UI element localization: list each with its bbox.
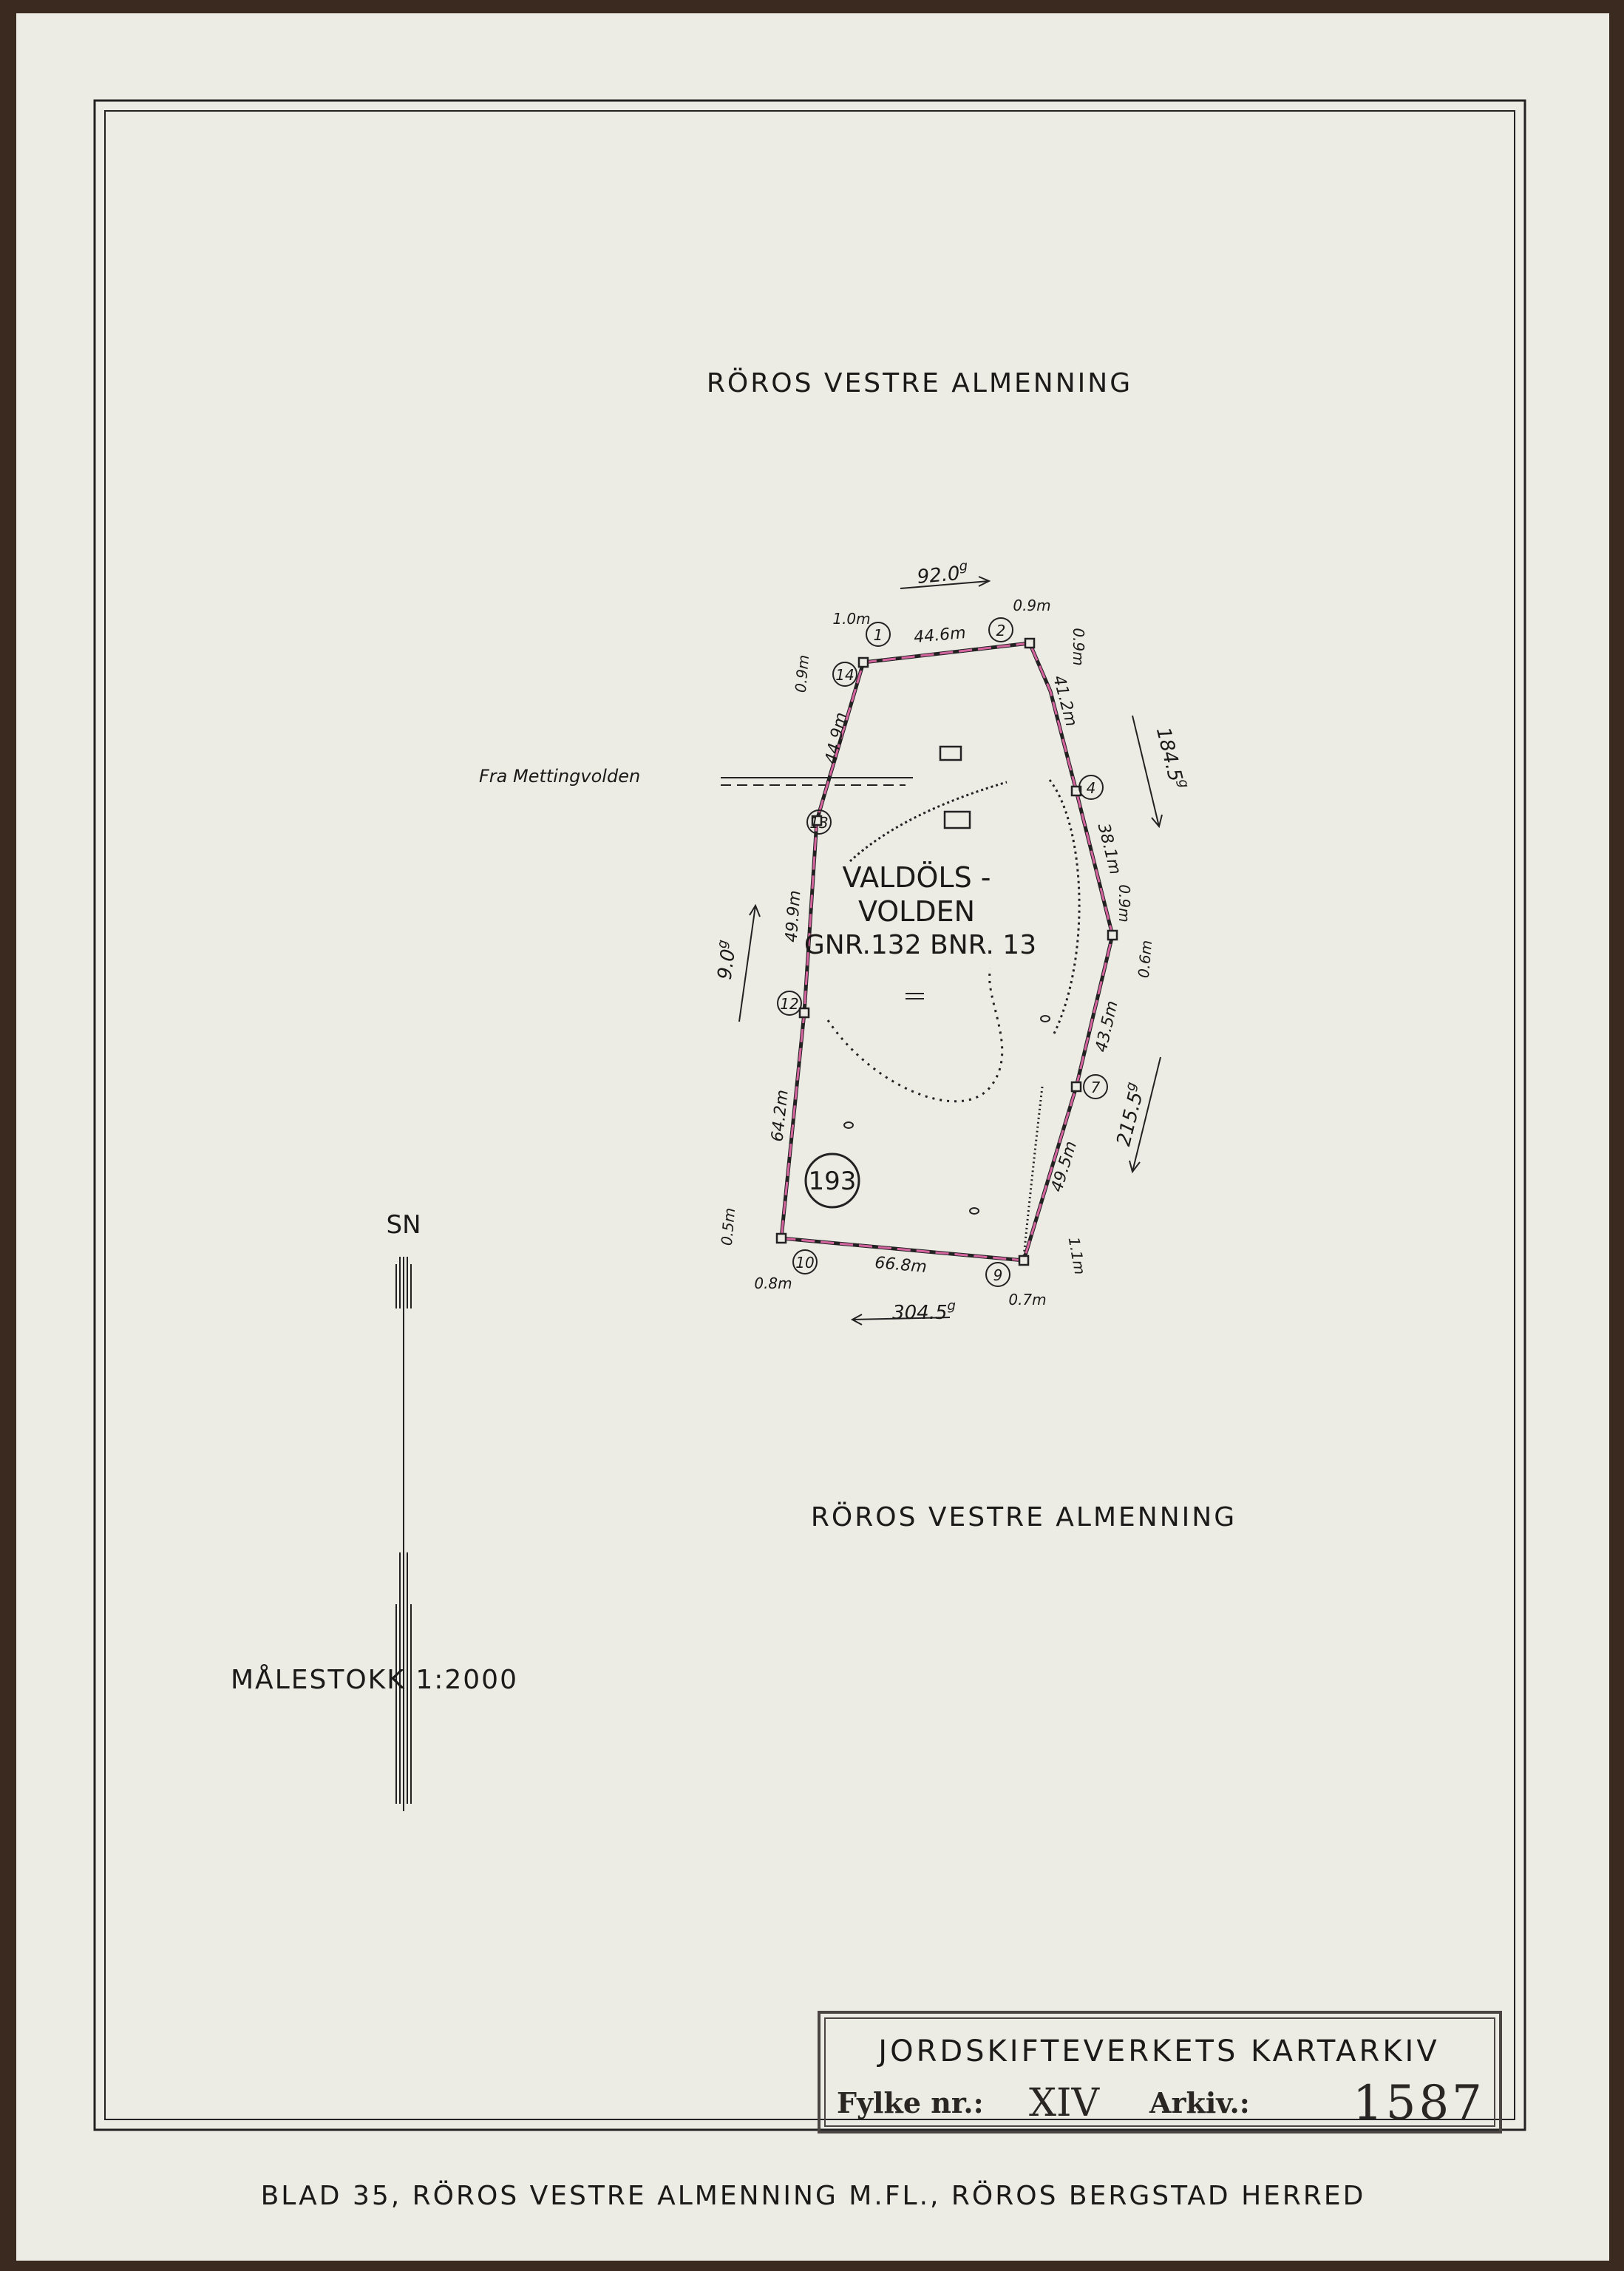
offset-label: 0.8m	[754, 1274, 792, 1292]
property-name-line1: VALDÖLS -	[843, 861, 991, 894]
stamp-title: JORDSKIFTEVERKETS KARTARKIV	[876, 2034, 1439, 2068]
sheet-footer-title: BLAD 35, RÖROS VESTRE ALMENNING M.FL., R…	[261, 2180, 1366, 2211]
point-number-markers: 1 14 2 4 13 12 7 10 9	[777, 617, 1108, 1287]
point-label: 4	[1087, 779, 1096, 797]
corner-markers	[775, 637, 1118, 1266]
property-id: GNR.132 BNR. 13	[804, 930, 1036, 960]
road-label: Fra Mettingvolden	[479, 766, 640, 787]
point-marker	[988, 617, 1013, 642]
point-label: 7	[1091, 1079, 1101, 1096]
property-number: 193	[809, 1167, 857, 1196]
distance-label: 64.2m	[768, 1089, 792, 1143]
archive-stamp: JORDSKIFTEVERKETS KARTARKIV Fylke nr.: X…	[818, 2011, 1502, 2133]
distance-label: 66.8m	[874, 1254, 927, 1277]
offset-label: 1.0m	[832, 610, 870, 628]
outer-frame	[93, 99, 1526, 2131]
map-sheet	[16, 13, 1609, 2261]
bearing-arrows	[738, 576, 1163, 1325]
offset-label: 1.1m	[1065, 1235, 1090, 1276]
stamp-county-value: XIV	[1029, 2081, 1101, 2125]
point-marker	[832, 662, 857, 687]
point-marker	[792, 1249, 818, 1274]
north-arrow-icon	[395, 1257, 412, 1811]
point-marker	[1078, 775, 1104, 800]
point-label: 13	[809, 814, 828, 832]
property-name-line2: VOLDEN	[858, 895, 975, 928]
area-label-top: RÖROS VESTRE ALMENNING	[707, 367, 1132, 398]
area-label-bottom: RÖROS VESTRE ALMENNING	[811, 1501, 1237, 1532]
point-label: 2	[996, 622, 1006, 639]
point-label: 1	[874, 626, 883, 644]
scale-label: MÅLESTOKK 1:2000	[231, 1663, 518, 1695]
point-label: 14	[835, 666, 854, 684]
point-marker	[1083, 1074, 1108, 1099]
stamp-county-label: Fylke nr.:	[837, 2086, 984, 2119]
point-marker	[777, 991, 802, 1016]
stamp-archive-value: 1587	[1353, 2076, 1485, 2131]
offset-label: 0.9m	[1115, 884, 1133, 922]
distance-label: 38.1m	[1094, 821, 1124, 876]
offset-label: 0.7m	[1008, 1291, 1046, 1308]
bearing-label-right-upper: 184.5g	[1152, 724, 1192, 792]
point-marker	[866, 622, 891, 647]
bearing-label-right-lower: 215.5g	[1109, 1081, 1149, 1149]
point-label: 10	[795, 1254, 814, 1272]
offset-label: 0.9m	[1070, 628, 1087, 665]
inner-features	[826, 745, 1081, 1257]
point-marker	[806, 809, 832, 835]
stamp-archive-label: Arkiv.:	[1149, 2086, 1250, 2119]
road-lines	[721, 777, 913, 786]
offset-label: 0.5m	[718, 1207, 738, 1246]
distance-label: 44.6m	[913, 624, 966, 647]
offset-label: 0.9m	[792, 654, 812, 693]
distance-label: 49.9m	[783, 890, 805, 943]
offset-label: 0.6m	[1135, 940, 1155, 979]
north-arrow-label: SN	[386, 1210, 421, 1240]
distance-label: 44.9m	[822, 711, 851, 766]
point-marker	[985, 1262, 1010, 1287]
point-label: 9	[993, 1266, 1003, 1284]
offset-labels: 1.0m 0.9m 0.9m 0.9m 0.9m 0.6m 0.5m 0.8m …	[718, 597, 1155, 1308]
property-number-marker	[804, 1153, 860, 1209]
point-label: 12	[780, 995, 798, 1013]
bearing-label-bottom: 304.5g	[892, 1298, 956, 1324]
offset-label: 0.9m	[1013, 597, 1050, 614]
bearing-label-left: 9.0g	[710, 939, 741, 981]
inner-frame	[104, 110, 1515, 2120]
bearing-label-top: 92.0g	[916, 558, 969, 588]
